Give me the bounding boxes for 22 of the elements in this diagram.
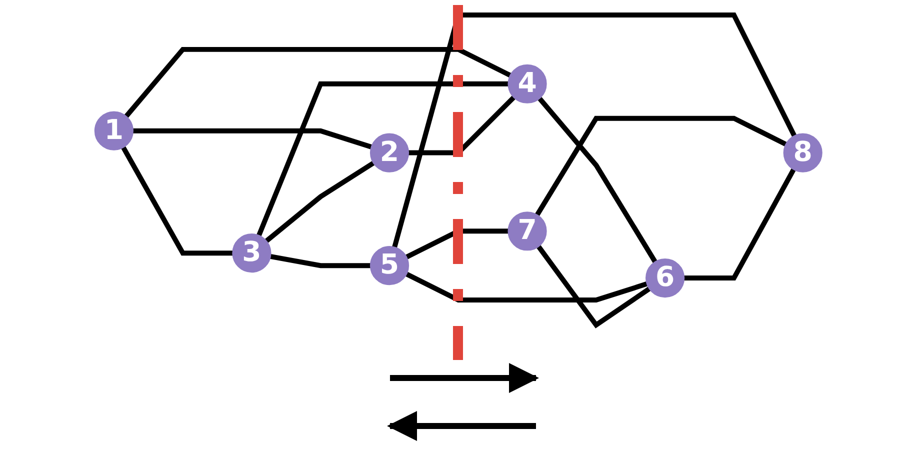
- connector: [536, 244, 650, 328]
- connector: [408, 96, 516, 156]
- connector: [404, 272, 648, 303]
- connector: [392, 12, 796, 248]
- connector: [256, 81, 508, 236]
- node-circle: 1: [94, 111, 134, 150]
- connector: [534, 116, 787, 216]
- node-circle: 3: [232, 234, 271, 273]
- connector: [684, 168, 796, 281]
- connector: [124, 46, 512, 118]
- node-circle: 5: [370, 246, 409, 286]
- node-circle: 7: [507, 212, 546, 251]
- connector: [132, 128, 372, 150]
- node-circle: 2: [370, 133, 409, 172]
- connector: [270, 254, 370, 268]
- connector: [120, 146, 232, 256]
- connector: [404, 228, 508, 260]
- connector: [537, 96, 657, 264]
- connector: [264, 160, 374, 244]
- node-circle: 8: [782, 133, 822, 172]
- node-circle: 6: [645, 258, 684, 298]
- node-circle: 4: [507, 64, 546, 104]
